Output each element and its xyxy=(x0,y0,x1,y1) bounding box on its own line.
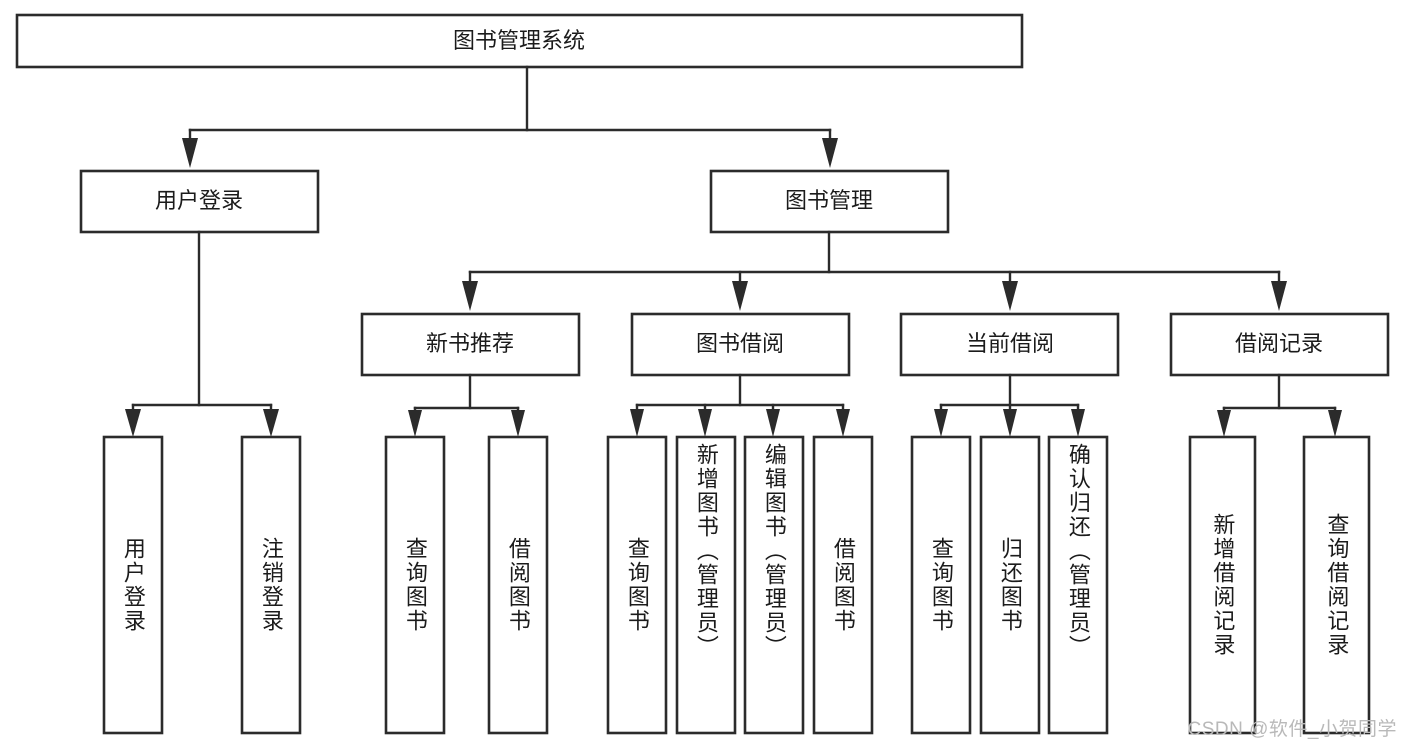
node-new-book-recommend[interactable]: 新书推荐 xyxy=(360,312,581,377)
leaf-box-borrowrecord-2[interactable] xyxy=(1302,435,1371,735)
arrow-head-book-borrow xyxy=(732,281,748,311)
arrow-head-current-borrow xyxy=(1002,281,1018,311)
arrow-head-new-book-recommend xyxy=(462,281,478,311)
node-book-borrow[interactable]: 图书借阅 xyxy=(630,312,851,377)
leaf-box-currentborrow-3[interactable] xyxy=(1047,435,1109,735)
leaf-box-bookborrow-3[interactable] xyxy=(743,435,805,735)
arrow-head-leaf-bookborrow-3 xyxy=(766,409,780,437)
leaf-box-user-login-2[interactable] xyxy=(240,435,302,735)
node-book-borrow-label: 图书借阅 xyxy=(696,331,784,356)
arrow-head-leaf-bookborrow-1 xyxy=(630,409,644,437)
arrow-head-leaf-user-login-2 xyxy=(263,409,279,437)
arrow-head-leaf-currentborrow-1 xyxy=(934,409,948,437)
node-root[interactable]: 图书管理系统 xyxy=(15,13,1024,69)
arrow-head-leaf-currentborrow-3 xyxy=(1071,409,1085,437)
leaf-box-bookborrow-2[interactable] xyxy=(675,435,737,735)
arrow-head-leaf-recommend-1 xyxy=(408,410,422,437)
arrow-head-book-manage xyxy=(822,138,838,168)
arrow-head-leaf-user-login-1 xyxy=(125,409,141,437)
arrow-head-leaf-borrowrecord-2 xyxy=(1328,410,1342,437)
leaf-box-borrowrecord-1[interactable] xyxy=(1188,435,1257,735)
node-book-manage-label: 图书管理 xyxy=(785,188,873,213)
watermark-text: CSDN @软件_小贺同学 xyxy=(1187,719,1397,740)
node-current-borrow[interactable]: 当前借阅 xyxy=(899,312,1120,377)
node-root-label: 图书管理系统 xyxy=(453,28,585,53)
node-borrow-record-label: 借阅记录 xyxy=(1235,331,1323,356)
leaf-box-bookborrow-4[interactable] xyxy=(812,435,874,735)
node-book-manage[interactable]: 图书管理 xyxy=(709,169,950,234)
arrow-head-user-login xyxy=(182,138,198,168)
arrow-head-leaf-bookborrow-4 xyxy=(836,409,850,437)
arrow-head-borrow-record xyxy=(1271,281,1287,311)
node-borrow-record[interactable]: 借阅记录 xyxy=(1169,312,1390,377)
leaf-box-recommend-1[interactable] xyxy=(384,435,446,735)
leaf-box-bookborrow-1[interactable] xyxy=(606,435,668,735)
node-new-book-recommend-label: 新书推荐 xyxy=(426,331,514,356)
arrow-head-leaf-recommend-2 xyxy=(511,410,525,437)
node-user-login[interactable]: 用户登录 xyxy=(79,169,320,234)
leaf-box-recommend-2[interactable] xyxy=(487,435,549,735)
arrow-head-leaf-bookborrow-2 xyxy=(698,409,712,437)
arrow-head-leaf-borrowrecord-1 xyxy=(1217,410,1231,437)
leaf-box-currentborrow-2[interactable] xyxy=(979,435,1041,735)
leaf-box-user-login-1[interactable] xyxy=(102,435,164,735)
leaf-box-currentborrow-1[interactable] xyxy=(910,435,972,735)
arrow-head-leaf-currentborrow-2 xyxy=(1003,409,1017,437)
node-user-login-label: 用户登录 xyxy=(155,188,243,213)
node-current-borrow-label: 当前借阅 xyxy=(966,331,1054,356)
